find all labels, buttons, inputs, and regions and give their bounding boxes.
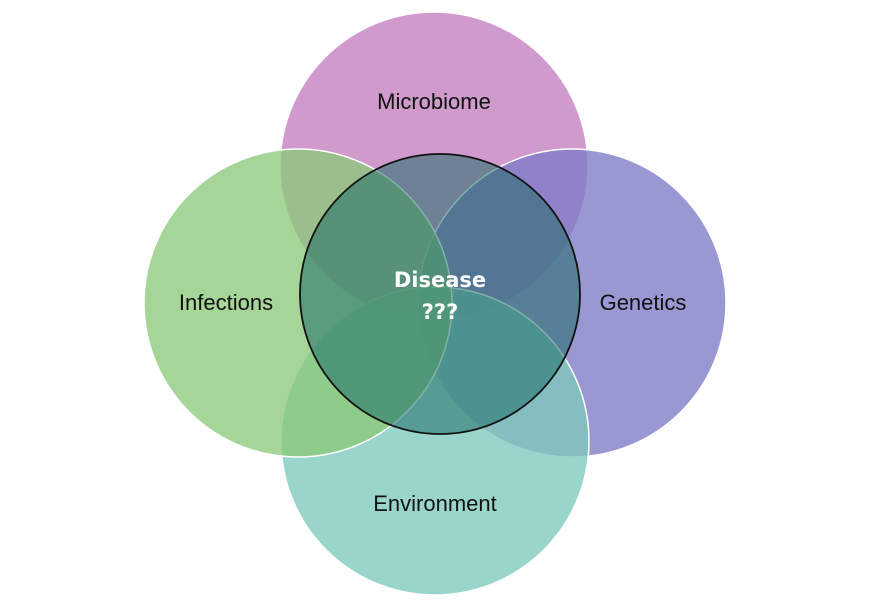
genetics-label: Genetics	[600, 290, 687, 315]
disease-question-label: ???	[422, 300, 459, 324]
disease-label: Disease	[394, 268, 486, 292]
infections-label: Infections	[179, 290, 273, 315]
microbiome-label: Microbiome	[377, 89, 491, 114]
disease-center-circle	[299, 153, 581, 435]
environment-label: Environment	[373, 491, 497, 516]
